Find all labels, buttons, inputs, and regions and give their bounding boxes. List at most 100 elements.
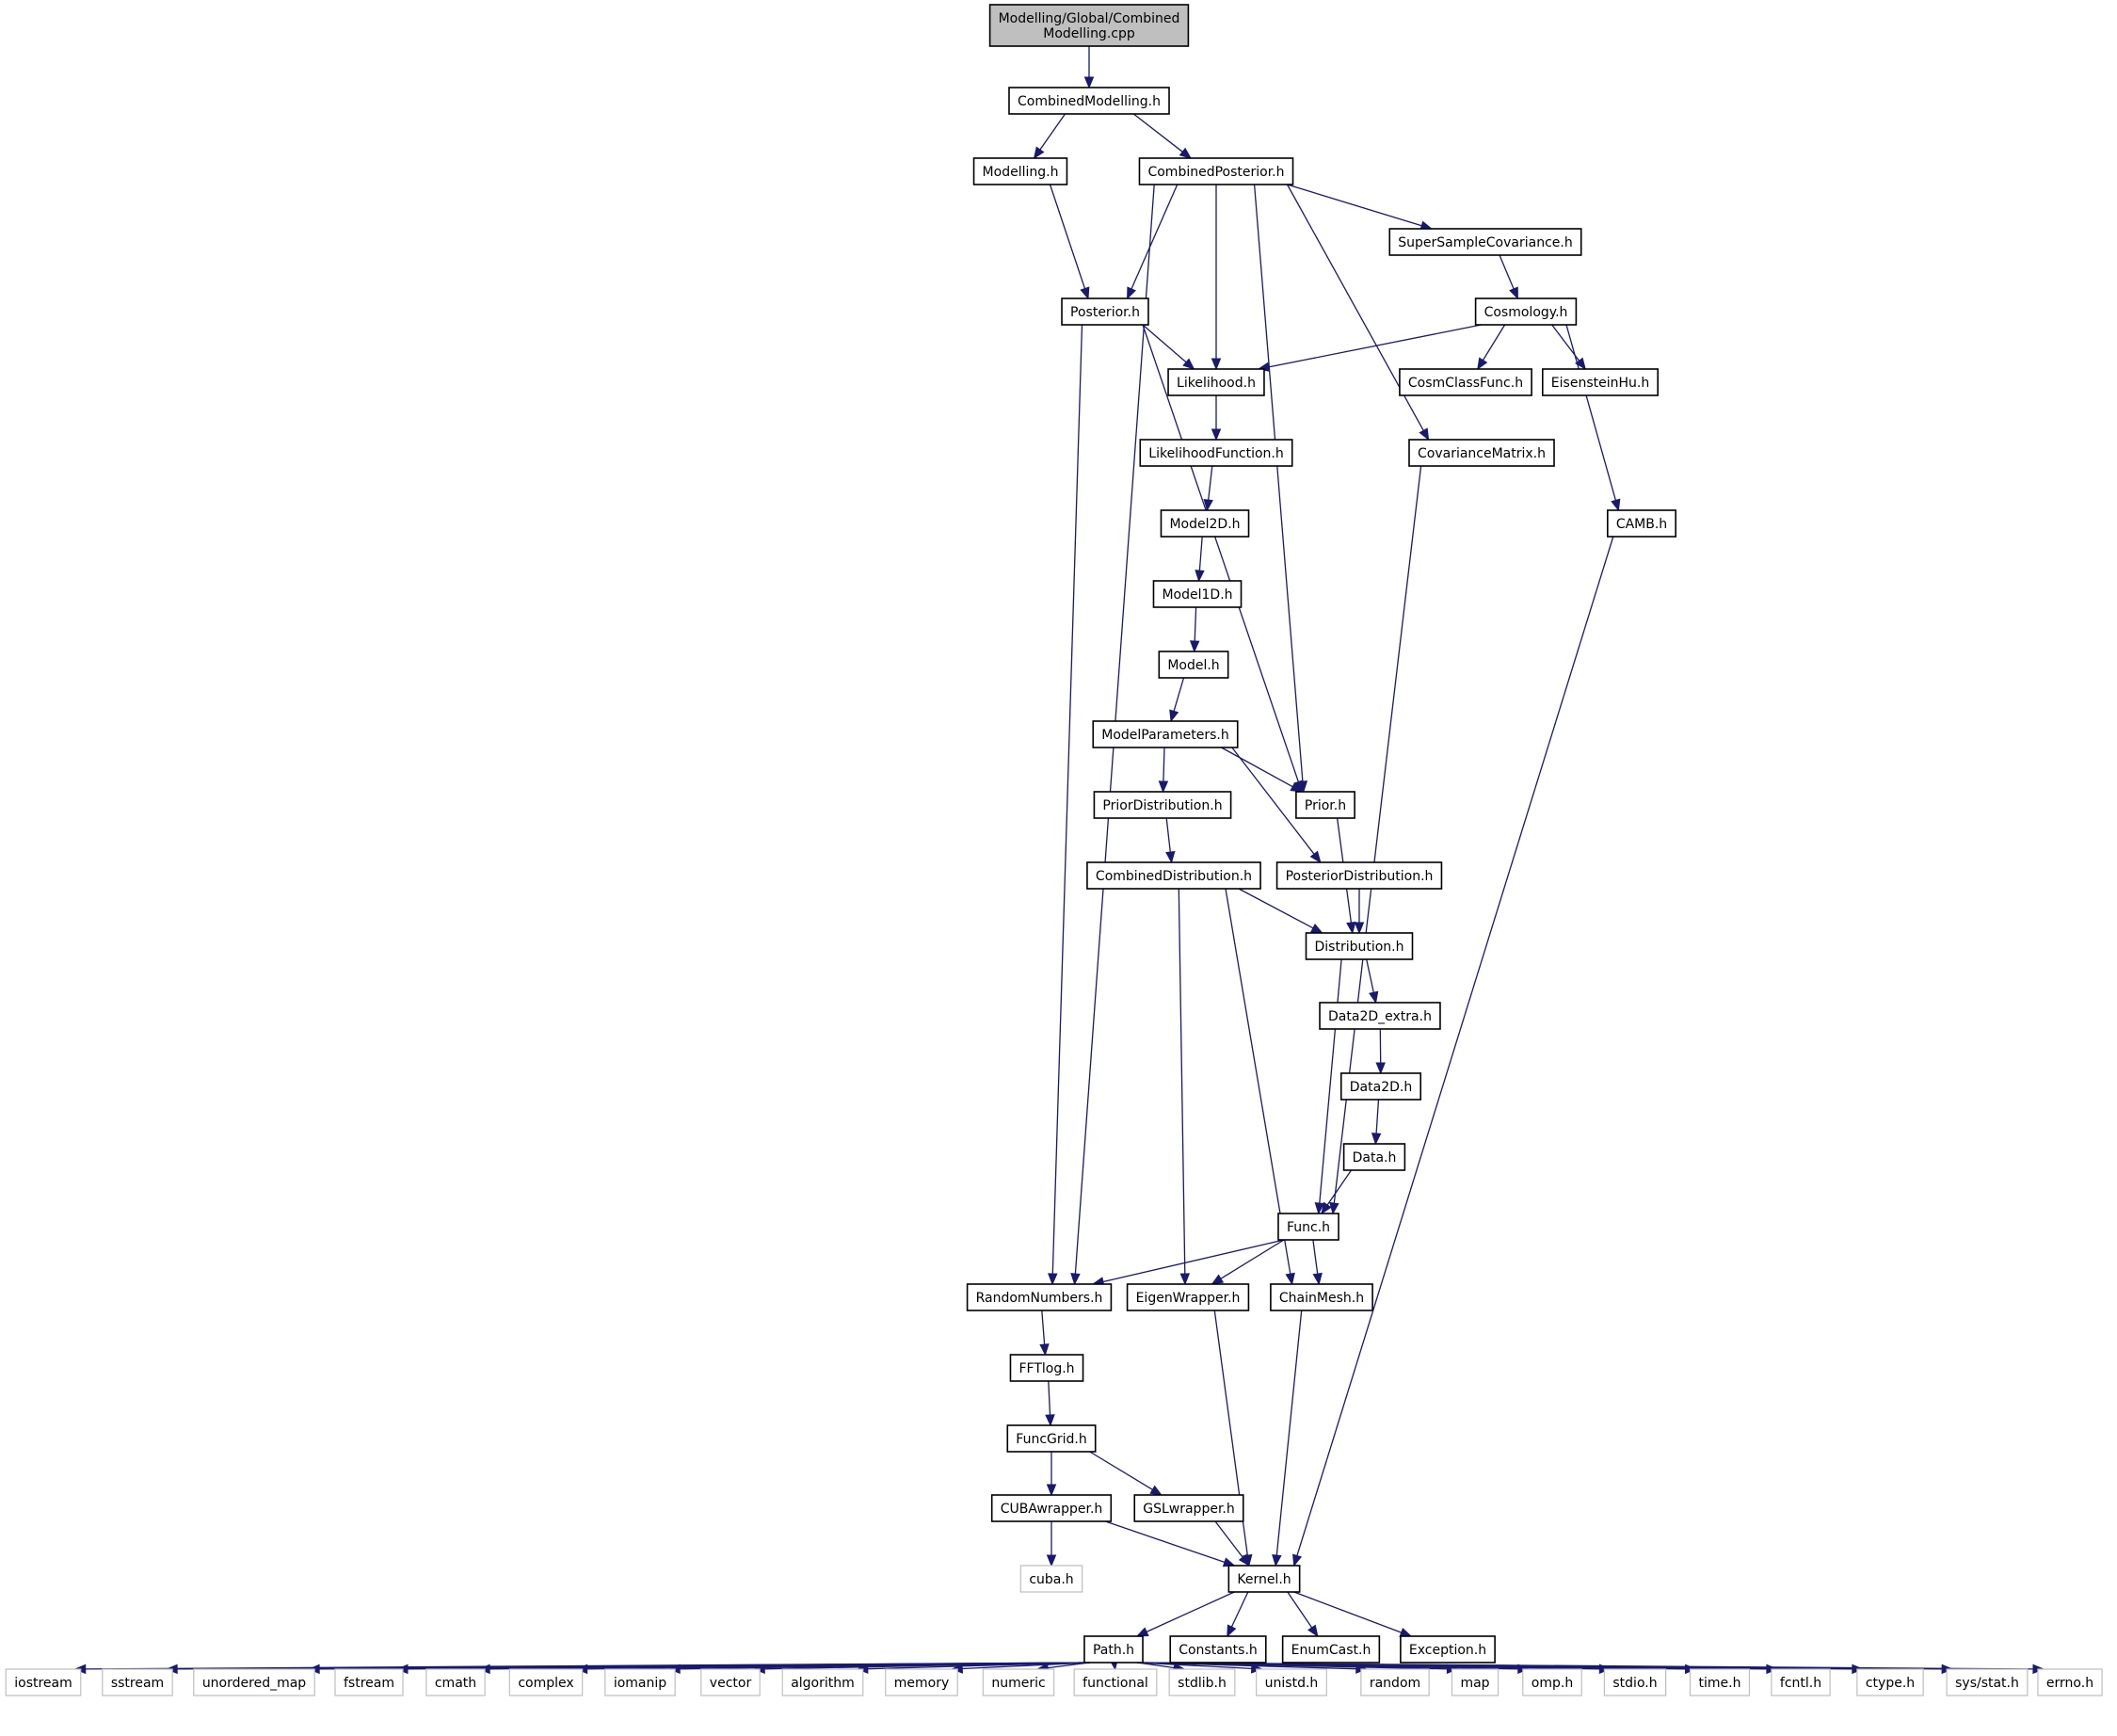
node-posteriordistribution[interactable]: PosteriorDistribution.h: [1275, 861, 1443, 890]
node-camb[interactable]: CAMB.h: [1607, 509, 1676, 538]
node-eisensteinhu[interactable]: EisensteinHu.h: [1541, 368, 1660, 396]
edge-priordistribution-to-combineddistribution: [1165, 817, 1171, 853]
edge-cosmology-to-cosmclassfunc: [1482, 324, 1506, 361]
node-data[interactable]: Data.h: [1342, 1143, 1406, 1171]
node-ctype: ctype.h: [1856, 1668, 1924, 1696]
node-box: [1169, 1635, 1267, 1664]
node-label: Modelling.cpp: [1043, 26, 1135, 41]
node-box: [972, 157, 1068, 185]
node-likelihood[interactable]: Likelihood.h: [1167, 368, 1265, 396]
arrowhead-icon: [1292, 1553, 1303, 1567]
edge-combineddistribution-to-chainmesh: [1225, 888, 1291, 1275]
node-supersample[interactable]: SuperSampleCovariance.h: [1388, 228, 1582, 256]
node-fftlog[interactable]: FFTlog.h: [1009, 1354, 1084, 1382]
node-label: Data2D_extra.h: [1328, 1009, 1432, 1024]
node-label: Constants.h: [1179, 1643, 1258, 1658]
node-model[interactable]: Model.h: [1158, 651, 1229, 679]
edge-posterior-to-prior: [1142, 324, 1300, 782]
node-box: [1277, 1213, 1339, 1241]
arrowhead-icon: [1189, 640, 1200, 653]
node-label: Model1D.h: [1162, 587, 1232, 603]
node-model2d[interactable]: Model2D.h: [1160, 509, 1250, 538]
node-constants[interactable]: Constants.h: [1169, 1635, 1267, 1664]
node-chainmesh[interactable]: ChainMesh.h: [1270, 1283, 1373, 1311]
node-data2dextra[interactable]: Data2D_extra.h: [1319, 1002, 1441, 1030]
node-covariancematrix[interactable]: CovarianceMatrix.h: [1408, 439, 1555, 467]
node-label: sstream: [111, 1676, 164, 1691]
node-label: Posterior.h: [1070, 305, 1140, 320]
node-likelihoodfunction[interactable]: LikelihoodFunction.h: [1139, 439, 1293, 467]
edge-fftlog-to-funcgrid: [1048, 1380, 1051, 1416]
node-enumcast[interactable]: EnumCast.h: [1281, 1635, 1381, 1664]
node-combinedposterior[interactable]: CombinedPosterior.h: [1138, 157, 1294, 185]
node-root[interactable]: Modelling/Global/CombinedModelling.cpp: [988, 4, 1190, 47]
node-label: Distribution.h: [1315, 940, 1404, 955]
node-prior[interactable]: Prior.h: [1295, 791, 1355, 819]
node-combineddistribution[interactable]: CombinedDistribution.h: [1086, 861, 1261, 890]
edge-combinedposterior-to-supersample: [1287, 184, 1422, 227]
arrowhead-icon: [1182, 358, 1195, 370]
node-label: vector: [710, 1676, 752, 1691]
arrowhead-icon: [1509, 286, 1518, 300]
node-label: fcntl.h: [1780, 1676, 1821, 1691]
edge-path-to-numeric: [1048, 1662, 1091, 1669]
node-modelling[interactable]: Modelling.h: [972, 157, 1068, 185]
edge-modelparameters-to-prior: [1221, 747, 1293, 788]
node-iostream: iostream: [5, 1668, 82, 1696]
arrowhead-icon: [1127, 286, 1136, 300]
arrowhead-icon: [1329, 1201, 1339, 1215]
edge-supersample-to-cosmology: [1499, 254, 1515, 290]
node-label: complex: [518, 1676, 573, 1691]
node-cosmology[interactable]: Cosmology.h: [1474, 297, 1578, 326]
node-box: [102, 1668, 173, 1696]
node-priordistribution[interactable]: PriorDistribution.h: [1093, 791, 1232, 819]
node-label: stdio.h: [1612, 1676, 1657, 1691]
edge-cubawrapper-to-kernel: [1105, 1520, 1226, 1564]
arrowhead-icon: [1158, 780, 1169, 794]
arrowhead-icon: [1611, 498, 1621, 512]
node-label: Likelihood.h: [1177, 376, 1256, 391]
node-label: SuperSampleCovariance.h: [1398, 235, 1572, 250]
node-funcgrid[interactable]: FuncGrid.h: [1006, 1424, 1097, 1453]
node-label: ModelParameters.h: [1101, 728, 1229, 743]
node-randomnumbers[interactable]: RandomNumbers.h: [966, 1283, 1113, 1311]
node-cubawrapper[interactable]: CUBAwrapper.h: [990, 1494, 1113, 1522]
node-combinedmodelling[interactable]: CombinedModelling.h: [1008, 87, 1170, 115]
node-gslwrapper[interactable]: GSLwrapper.h: [1133, 1494, 1244, 1522]
node-data2d[interactable]: Data2D.h: [1339, 1072, 1422, 1101]
node-path[interactable]: Path.h: [1083, 1635, 1144, 1664]
node-posterior[interactable]: Posterior.h: [1061, 297, 1149, 326]
edge-model2d-to-model1d: [1198, 536, 1203, 571]
node-complex: complex: [508, 1668, 584, 1696]
node-box: [508, 1668, 584, 1696]
node-label: iostream: [14, 1676, 72, 1691]
edge-func-to-randomnumbers: [1102, 1239, 1285, 1283]
node-kernel[interactable]: Kernel.h: [1227, 1565, 1301, 1593]
arrowhead-icon: [1195, 570, 1205, 583]
arrowhead-icon: [1307, 1624, 1319, 1638]
node-algorithm: algorithm: [781, 1668, 864, 1696]
node-label: Cosmology.h: [1484, 305, 1568, 320]
node-func[interactable]: Func.h: [1277, 1213, 1339, 1241]
node-model1d[interactable]: Model1D.h: [1152, 580, 1243, 608]
node-unistd: unistd.h: [1256, 1668, 1327, 1696]
node-box: [1689, 1668, 1751, 1696]
node-box: [1275, 861, 1443, 890]
node-box: [988, 4, 1190, 47]
edge-likelihoodfunction-to-model2d: [1208, 465, 1213, 501]
node-label: sys/stat.h: [1955, 1676, 2019, 1691]
node-box: [1126, 1283, 1250, 1311]
node-fstream: fstream: [334, 1668, 404, 1696]
arrowhead-icon: [1354, 922, 1365, 935]
node-box: [781, 1668, 864, 1696]
edge-kernel-to-enumcast: [1287, 1591, 1313, 1629]
node-cosmclassfunc[interactable]: CosmClassFunc.h: [1399, 368, 1532, 396]
node-modelparameters[interactable]: ModelParameters.h: [1092, 720, 1239, 748]
node-distribution[interactable]: Distribution.h: [1305, 932, 1414, 960]
node-eigenwrapper[interactable]: EigenWrapper.h: [1126, 1283, 1250, 1311]
node-box: [1400, 1635, 1496, 1664]
node-exception[interactable]: Exception.h: [1400, 1635, 1496, 1664]
node-label: Model2D.h: [1169, 517, 1240, 532]
node-label: CombinedDistribution.h: [1096, 869, 1252, 884]
node-box: [1061, 297, 1149, 326]
